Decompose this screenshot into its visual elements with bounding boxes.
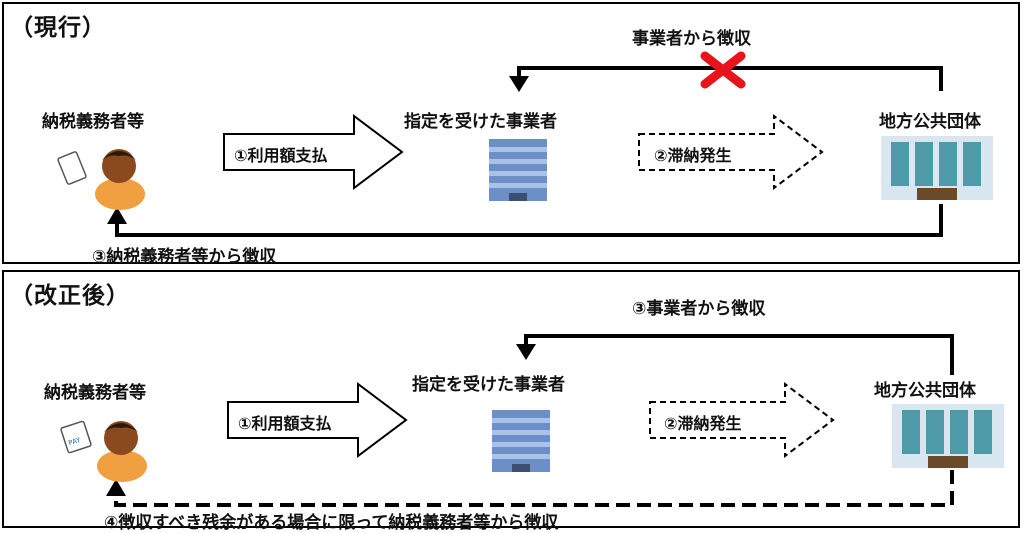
collect-from-taxpayer-arrow <box>115 204 943 237</box>
business-building-icon <box>492 410 550 472</box>
taxpayer-label: 納税義務者等 <box>42 112 144 132</box>
delinquency-arrow <box>649 382 835 458</box>
taxpayer-person-icon: PAY <box>60 420 147 482</box>
payment-arrow <box>223 114 404 190</box>
collect-business-label: 事業者から徴収 <box>632 29 751 49</box>
taxpayer-person-icon <box>57 149 145 210</box>
delinquency-label: ②滞納発生 <box>654 146 732 165</box>
pay-document-text: PAY <box>67 436 82 448</box>
panel-title: （改正後） <box>10 283 130 309</box>
collect-taxpayer-label: ③納税義務者等から徴収 <box>92 247 277 267</box>
business-label: 指定を受けた事業者 <box>404 112 557 132</box>
revised-diagram-graphics: PAY <box>60 334 1004 507</box>
current-diagram-graphics <box>57 51 993 237</box>
collect-business-label: ③事業者から徴収 <box>632 299 766 319</box>
collect-from-business-arrowhead <box>516 344 536 360</box>
current-system-panel: （現行） 納税義務者等 指定を受けた事業者 地方公共団体 ①利用額支払 ②滞納発… <box>2 2 1020 267</box>
government-building-icon <box>881 136 993 200</box>
collect-from-taxpayer-arrowhead <box>107 207 127 224</box>
government-label: 地方公共団体 <box>879 112 981 132</box>
collect-from-business-arrow <box>524 334 954 375</box>
collect-from-business-arrowhead <box>509 76 529 92</box>
business-building-icon <box>489 139 547 201</box>
cross-mark <box>700 51 746 89</box>
collect-from-taxpayer-arrowhead <box>106 479 126 496</box>
delinquency-label: ②滞納発生 <box>664 414 742 433</box>
business-label: 指定を受けた事業者 <box>412 375 565 395</box>
payment-label: ①利用額支払 <box>238 414 332 433</box>
payment-label: ①利用額支払 <box>234 146 328 165</box>
revised-system-panel: PAY （改正後） 納税義務者等 指定を受けた事業者 地方公共団体 ①利用額支払… <box>2 270 1020 533</box>
government-building-icon <box>892 404 1004 468</box>
collect-from-taxpayer-arrow <box>114 470 954 507</box>
payment-arrow <box>227 382 408 458</box>
panel-title: （現行） <box>10 15 106 41</box>
taxpayer-label: 納税義務者等 <box>44 383 146 403</box>
delinquency-arrow <box>638 114 824 190</box>
collect-taxpayer-label: ④徴収すべき残余がある場合に限って納税義務者等から徴収 <box>104 513 559 533</box>
government-label: 地方公共団体 <box>874 381 976 401</box>
